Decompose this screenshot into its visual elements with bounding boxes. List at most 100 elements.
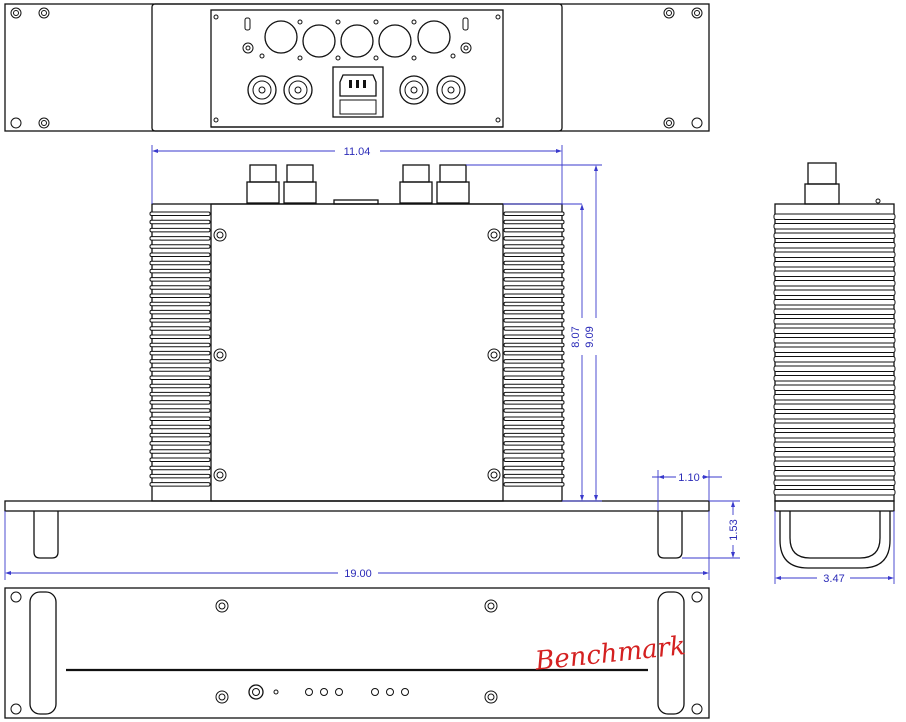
heatsink-fin bbox=[503, 391, 565, 397]
heatsink-fin bbox=[149, 309, 211, 315]
front-controls bbox=[248, 684, 409, 700]
heatsink-fin bbox=[149, 465, 211, 471]
heatsink-fin bbox=[773, 337, 896, 344]
top-view bbox=[4, 164, 710, 559]
top-chassis bbox=[151, 203, 563, 502]
heatsink-fin bbox=[503, 342, 565, 348]
top-view-handles bbox=[33, 511, 683, 559]
right-heatsink-fins bbox=[503, 211, 565, 487]
heatsink-fin bbox=[149, 367, 211, 372]
dim-rack-ear: 1.10 bbox=[678, 472, 699, 484]
heatsink-fin bbox=[149, 318, 211, 323]
heatsink-fin bbox=[149, 293, 211, 298]
heatsink-fin bbox=[773, 356, 896, 363]
heatsink-fin bbox=[773, 375, 896, 382]
heatsink-fin bbox=[773, 403, 896, 410]
heatsink-fin bbox=[503, 367, 565, 372]
heatsink-fin bbox=[773, 270, 896, 277]
indicator-led bbox=[305, 688, 313, 696]
heatsink-fin bbox=[773, 384, 896, 391]
heatsink-fin bbox=[149, 416, 211, 421]
heatsink-fin bbox=[149, 260, 211, 266]
heatsink-fin bbox=[503, 350, 565, 356]
heatsink-fin bbox=[773, 289, 896, 296]
heatsink-fin bbox=[503, 252, 565, 257]
heatsink-fin bbox=[503, 416, 565, 421]
heatsink-fin bbox=[773, 460, 896, 467]
heatsink-fin bbox=[503, 211, 565, 216]
dim-top-width: 11.04 bbox=[344, 146, 371, 158]
heatsink-fin bbox=[149, 211, 211, 216]
heatsink-fin bbox=[503, 244, 565, 249]
rear-chassis bbox=[151, 3, 563, 132]
heatsink-fin bbox=[149, 449, 211, 454]
top-view-connectors bbox=[246, 164, 470, 205]
heatsink-fin bbox=[503, 334, 565, 339]
heatsink-fin bbox=[773, 308, 896, 315]
heatsink-fin bbox=[773, 232, 896, 239]
binding-posts bbox=[247, 75, 466, 105]
heatsink-fin bbox=[149, 383, 211, 389]
indicator-led bbox=[401, 688, 409, 696]
heatsink-fin bbox=[503, 457, 565, 462]
front-view: Benchmark bbox=[4, 587, 710, 719]
heatsink-fin bbox=[149, 391, 211, 397]
top-cover-screws bbox=[213, 228, 501, 482]
heatsink-fin bbox=[503, 375, 565, 380]
heatsink-fin bbox=[149, 350, 211, 356]
heatsink-fin bbox=[773, 489, 896, 496]
heatsink-fin bbox=[773, 346, 896, 353]
heatsink-fin bbox=[149, 227, 211, 233]
heatsink-fin bbox=[503, 424, 565, 430]
heatsink-fin bbox=[503, 449, 565, 454]
heatsink-fin bbox=[503, 301, 565, 307]
dim-height: 1.53 bbox=[728, 519, 740, 540]
dim-overall-width: 19.00 bbox=[344, 568, 372, 580]
iec-power-inlet bbox=[332, 66, 384, 118]
heatsink-fin bbox=[503, 227, 565, 233]
heatsink-fin bbox=[149, 473, 211, 479]
heatsink-fin bbox=[503, 408, 565, 413]
heatsink-fin bbox=[773, 365, 896, 372]
heatsink-fin bbox=[149, 277, 211, 282]
heatsink-fin bbox=[773, 413, 896, 420]
rear-toggle-switches bbox=[242, 17, 472, 54]
heatsink-fin bbox=[503, 383, 565, 389]
front-screws bbox=[215, 599, 498, 704]
heatsink-fin bbox=[149, 408, 211, 413]
heatsink-fin bbox=[773, 394, 896, 401]
rear-view bbox=[4, 3, 710, 132]
heatsink-fin bbox=[503, 432, 565, 438]
heatsink-fin bbox=[149, 482, 211, 487]
heatsink-fin bbox=[149, 400, 211, 405]
heatsink-fin bbox=[149, 244, 211, 249]
heatsink-fin bbox=[773, 242, 896, 249]
heatsink-fin bbox=[149, 301, 211, 307]
heatsink-fin bbox=[149, 334, 211, 339]
heatsink-fin bbox=[503, 277, 565, 282]
dim-depth-overall: 9.09 bbox=[584, 326, 596, 347]
heatsink-fin bbox=[503, 219, 565, 225]
heatsink-fin bbox=[149, 285, 211, 290]
heatsink-fin bbox=[503, 293, 565, 298]
side-handle bbox=[779, 511, 891, 569]
front-rack-holes bbox=[10, 591, 703, 715]
heatsink-fin bbox=[503, 236, 565, 241]
indicator-led bbox=[371, 688, 379, 696]
heatsink-fin bbox=[149, 424, 211, 430]
heatsink-fin bbox=[773, 422, 896, 429]
top-cover bbox=[210, 203, 504, 502]
xlr-connectors bbox=[213, 14, 501, 123]
side-heatsink-fins bbox=[773, 213, 896, 496]
heatsink-fin bbox=[149, 457, 211, 462]
indicator-led bbox=[386, 688, 394, 696]
heatsink-fin bbox=[773, 432, 896, 439]
heatsink-fin bbox=[503, 309, 565, 315]
power-button[interactable] bbox=[248, 684, 264, 700]
heatsink-fin bbox=[503, 465, 565, 471]
heatsink-fin bbox=[773, 223, 896, 230]
heatsink-fin bbox=[149, 342, 211, 348]
side-view bbox=[773, 162, 896, 569]
heatsink-fin bbox=[503, 473, 565, 479]
